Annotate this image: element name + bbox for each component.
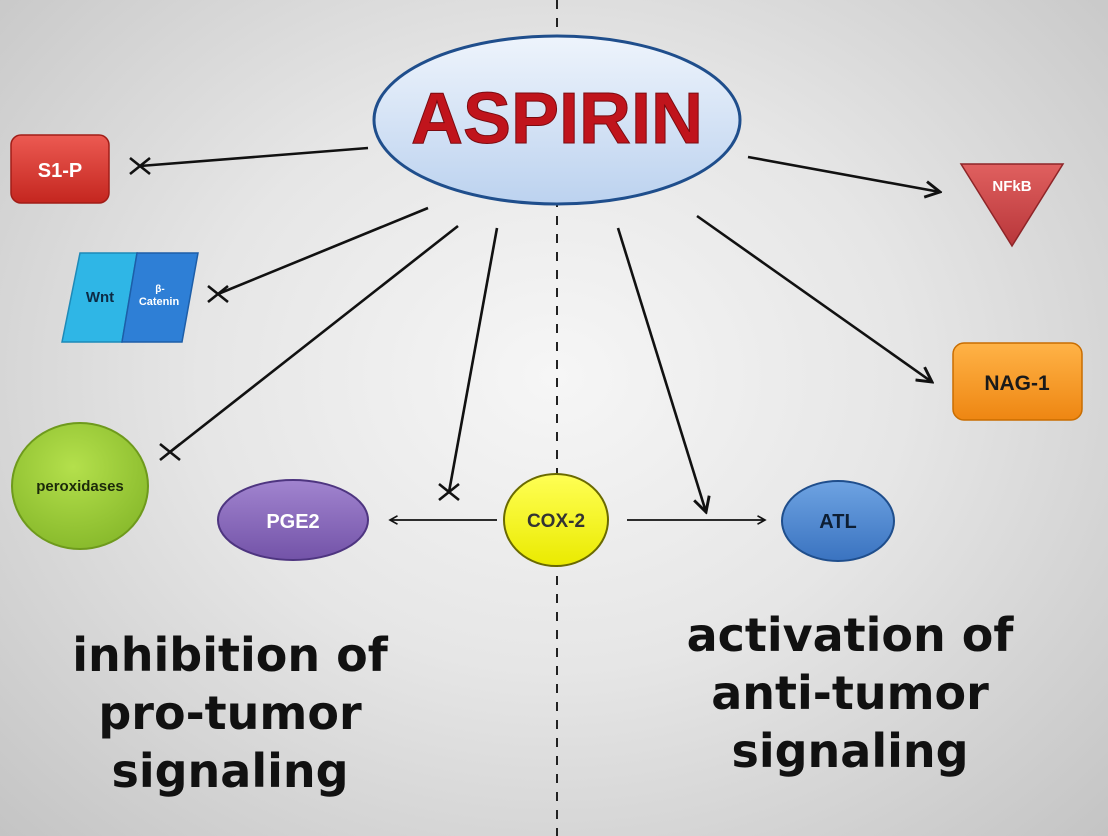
nfkb-label: NFkB <box>992 178 1031 195</box>
left-caption-line: pro-tumor <box>98 686 362 740</box>
right-caption-line: activation of <box>686 608 1014 662</box>
catenin-label-line2: Catenin <box>139 296 180 308</box>
right-caption-line: anti-tumor <box>711 666 989 720</box>
inhibition-mark-icon <box>438 482 460 502</box>
edge-aspirin-nfkb <box>747 155 940 192</box>
inhibition-mark-icon <box>129 156 151 176</box>
pge2-label: PGE2 <box>266 511 319 533</box>
aspirin-node: ASPIRIN <box>372 34 742 206</box>
cox2-label: COX-2 <box>527 511 585 532</box>
cox2-node: COX-2 <box>503 473 609 567</box>
peroxidases-node: peroxidases <box>11 422 149 550</box>
left-caption: inhibition of pro-tumor signaling <box>40 626 420 800</box>
right-caption: activation of anti-tumor signaling <box>650 606 1050 780</box>
wnt-catenin-node: Wnt β- Catenin <box>61 252 199 343</box>
peroxidases-label: peroxidases <box>36 478 124 495</box>
pge2-node: PGE2 <box>217 479 369 561</box>
left-caption-line: signaling <box>111 744 349 798</box>
edge-aspirin-nag1 <box>696 214 932 382</box>
s1p-node: S1-P <box>10 134 110 204</box>
atl-label: ATL <box>819 511 856 533</box>
inhibition-mark-icon <box>159 442 181 462</box>
inhibition-mark-icon <box>207 284 229 304</box>
edge-aspirin-peroxidases <box>159 224 459 462</box>
edge-aspirin-cox2-pge2 <box>438 227 499 502</box>
edge-aspirin-cox2-atl <box>616 227 706 512</box>
catenin-block <box>121 252 199 343</box>
right-caption-line: signaling <box>731 724 969 778</box>
nag1-node: NAG-1 <box>952 342 1083 421</box>
nag1-label: NAG-1 <box>984 372 1050 395</box>
s1p-label: S1-P <box>38 160 82 182</box>
aspirin-label: ASPIRIN <box>411 79 703 159</box>
wnt-label: Wnt <box>86 289 114 306</box>
left-caption-line: inhibition of <box>72 628 388 682</box>
catenin-label-line1: β- <box>155 284 164 295</box>
edge-aspirin-wnt <box>207 206 429 304</box>
atl-node: ATL <box>781 480 895 562</box>
nfkb-node: NFkB <box>959 163 1065 248</box>
edge-aspirin-s1p <box>129 146 369 176</box>
